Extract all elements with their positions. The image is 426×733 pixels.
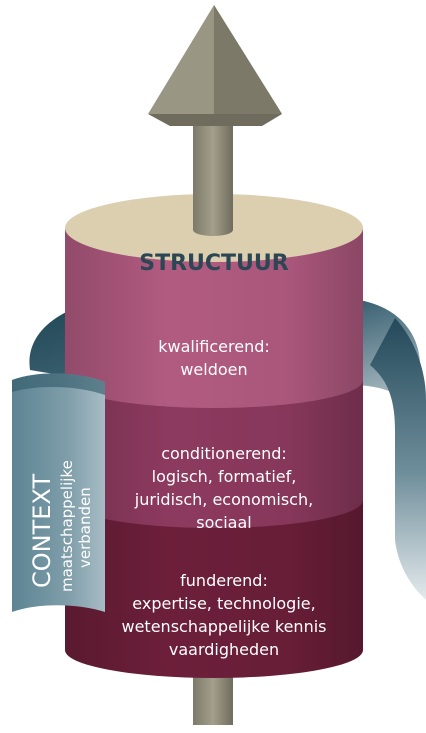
layer-3-line: expertise, technologie,	[132, 594, 315, 613]
layer-2-heading: conditionerend:	[161, 444, 287, 463]
layer-3-line: vaardigheden	[169, 640, 279, 659]
layer-1-text: kwalificerend: weldoen	[158, 337, 270, 379]
layer-1-heading: kwalificerend:	[158, 337, 270, 356]
layer-2-text: conditionerend: logisch, formatief, juri…	[134, 444, 313, 532]
layer-1-line: weldoen	[180, 360, 247, 379]
context-band	[12, 373, 105, 612]
context-subtitle-line: maatschappelijke	[58, 460, 76, 592]
context-subtitle-line: verbanden	[76, 487, 94, 568]
context-text: CONTEXT maatschappelijke verbanden	[28, 460, 94, 592]
upward-arrow	[148, 5, 282, 236]
context-title: CONTEXT	[28, 474, 56, 588]
top-label: STRUCTUUR	[139, 251, 289, 276]
layer-2-line: juridisch, economisch,	[134, 490, 313, 509]
layer-2-line: logisch, formatief,	[152, 467, 297, 486]
layer-3-text: funderend: expertise, technologie, weten…	[122, 571, 327, 659]
cylinder	[65, 194, 363, 678]
layer-2-line: sociaal	[196, 513, 251, 532]
layer-3-line: wetenschappelijke kennis	[122, 617, 327, 636]
layer-3-heading: funderend:	[180, 571, 268, 590]
